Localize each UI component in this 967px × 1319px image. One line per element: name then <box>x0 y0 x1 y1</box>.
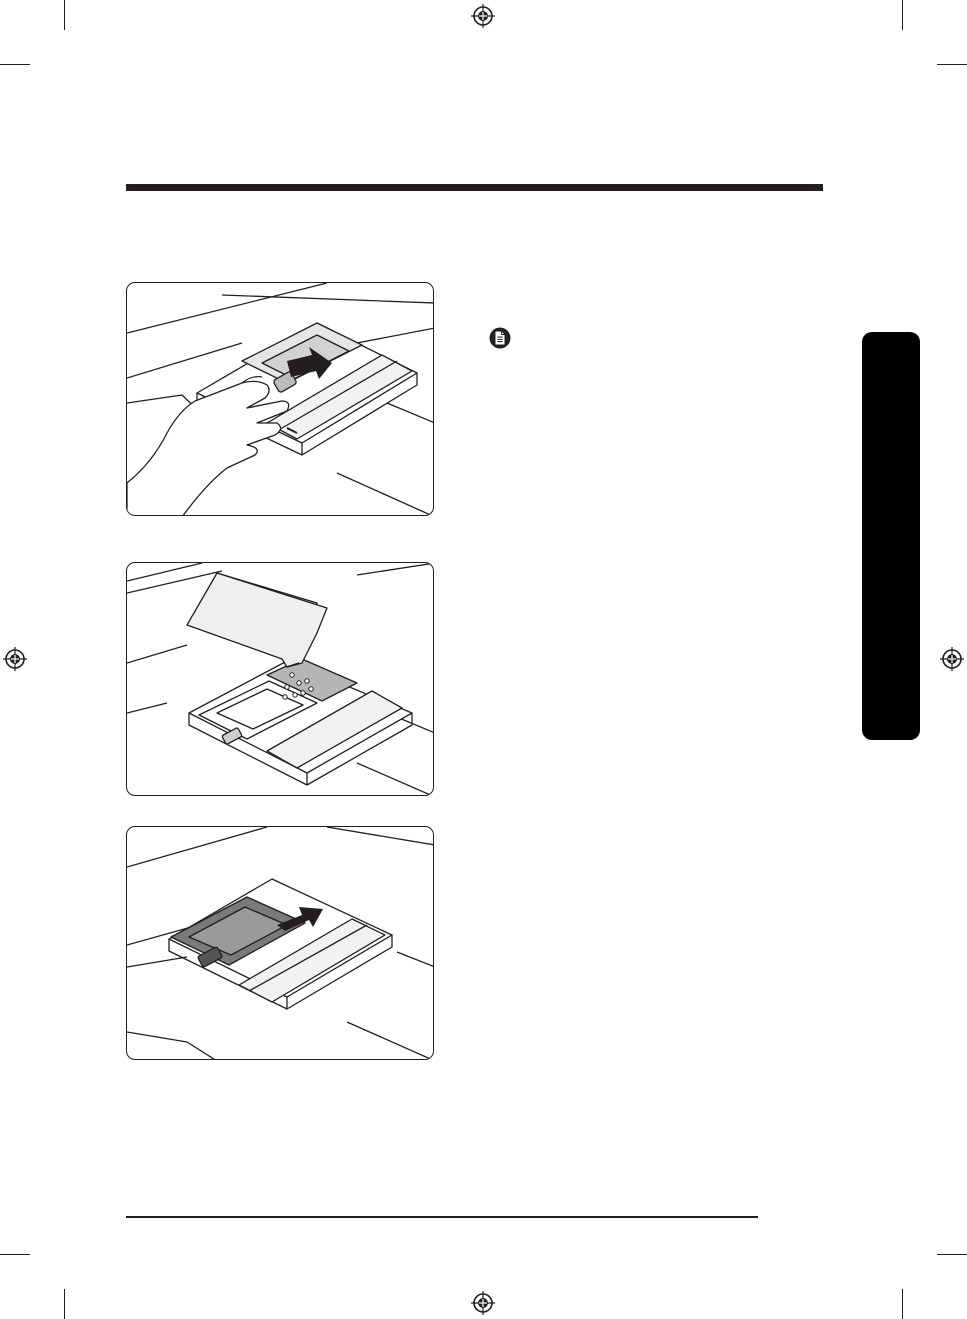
note-icon <box>489 327 511 349</box>
crop-mark <box>0 1254 30 1255</box>
add-detergent-illustration <box>126 562 434 796</box>
crop-mark <box>937 1254 967 1255</box>
close-detergent-dispenser-illustration <box>126 826 434 1060</box>
crop-mark <box>902 0 903 30</box>
crop-mark <box>0 64 30 65</box>
crosshair-registration-icon <box>470 1290 496 1316</box>
crop-mark <box>64 1289 65 1319</box>
crop-mark <box>64 0 65 30</box>
open-detergent-dispenser-illustration <box>126 282 434 516</box>
crosshair-registration-icon <box>470 3 496 29</box>
crosshair-registration-icon <box>2 646 28 672</box>
section-header-rule <box>126 184 823 191</box>
crop-mark <box>902 1289 903 1319</box>
crosshair-registration-icon <box>939 646 965 672</box>
footer-rule <box>126 1216 758 1218</box>
crop-mark <box>937 64 967 65</box>
chapter-side-tab <box>862 332 920 740</box>
